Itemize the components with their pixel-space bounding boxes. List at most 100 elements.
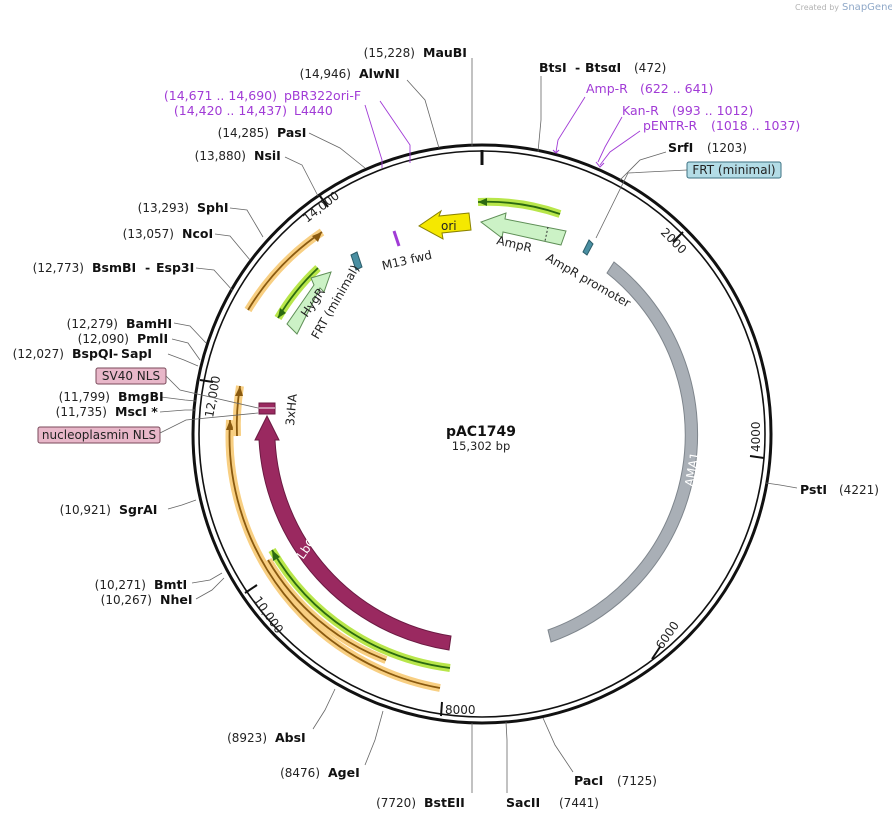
short-orange-arrowhead: [235, 386, 243, 396]
sgr-pos: (10,921): [60, 503, 111, 517]
pac-name[interactable]: PacI: [574, 773, 603, 788]
btsa-name[interactable]: BtsαI: [585, 60, 621, 75]
bam-pos: (12,279): [67, 317, 118, 331]
kanr-primer-leader: [597, 116, 623, 163]
nsi-name[interactable]: NsiI: [254, 148, 281, 163]
pml-pos: (12,090): [78, 332, 129, 346]
age-leader: [364, 710, 384, 766]
nsi-leader: [284, 156, 319, 197]
tick-8000: [440, 701, 443, 717]
ampr-promoter-feature[interactable]: [582, 239, 594, 256]
pas-name[interactable]: PasI: [277, 125, 306, 140]
bam-name[interactable]: BamHI: [126, 316, 172, 331]
bste-name[interactable]: BstEII: [424, 795, 465, 810]
pst-name[interactable]: PstI: [800, 482, 827, 497]
pst-leader: [765, 482, 798, 489]
tick-4000: [749, 455, 765, 459]
pbr-leader: [364, 104, 383, 168]
nco-name[interactable]: NcoI: [182, 226, 213, 241]
nsi-pos: (13,880): [195, 149, 246, 163]
mau-name[interactable]: MauBI: [423, 45, 467, 60]
nhe-pos: (10,267): [101, 593, 152, 607]
top-orange-arrowhead: [312, 232, 322, 242]
snapgene-logo-text: SnapGene: [842, 2, 892, 13]
bts-dash: -: [575, 60, 580, 75]
lower-green-arc[interactable]: [271, 549, 451, 669]
alw-leader: [406, 79, 440, 149]
l4440-marker: [379, 100, 411, 163]
bsp-leader: [167, 353, 199, 367]
outer-orange-arc[interactable]: [228, 419, 441, 689]
nucleoplasmin-box[interactable]: [37, 426, 161, 444]
bmg-leader: [160, 396, 197, 402]
pbr-name[interactable]: pBR322ori-F: [284, 88, 361, 103]
outer-orange-arrowhead: [226, 420, 234, 430]
tick-label-8000: 8000: [445, 703, 476, 717]
bsp-name[interactable]: BspQI: [72, 346, 113, 361]
m13fwd-marker[interactable]: [392, 230, 401, 247]
top-orange-arc[interactable]: [247, 231, 323, 311]
frt-inner-feature[interactable]: [350, 251, 363, 271]
l4440-name[interactable]: L4440: [294, 103, 333, 118]
srf-leader: [619, 151, 667, 181]
pac-leader: [542, 717, 574, 773]
bsp-dash: -: [113, 346, 118, 361]
msc-pos: (11,735): [56, 405, 107, 419]
pst-pos: (4221): [839, 483, 879, 497]
ori-label: ori: [441, 219, 457, 233]
sgr-leader: [167, 499, 197, 510]
sap-name[interactable]: SapI: [121, 346, 152, 361]
created-by-text: Created by: [795, 3, 839, 12]
tick-14000: [319, 195, 329, 208]
age-name[interactable]: AgeI: [328, 765, 360, 780]
plasmid-name: pAC1749: [446, 424, 516, 440]
bmt-name[interactable]: BmtI: [154, 577, 187, 592]
hygr-feature[interactable]: [286, 271, 332, 335]
srf-name[interactable]: SrfI: [668, 140, 693, 155]
pbr-pos: (14,671 .. 14,690): [164, 88, 277, 103]
sph-pos: (13,293): [138, 201, 189, 215]
kanr-primer-name[interactable]: Kan-R: [622, 103, 659, 118]
ampr-primer-name[interactable]: Amp-R: [586, 81, 628, 96]
pentr-primer-name[interactable]: pENTR-R: [643, 118, 698, 133]
bmg-name[interactable]: BmgBI: [118, 389, 164, 404]
tick-2000: [672, 231, 684, 243]
ampr-feature[interactable]: [479, 212, 567, 246]
msc-leader: [159, 409, 196, 413]
3xha-label: 3xHA: [283, 392, 300, 426]
pentr-primer-pos: (1018 .. 1037): [711, 118, 800, 133]
top-green-arrowhead: [478, 198, 487, 206]
bts-leader: [537, 76, 542, 153]
esp3-name[interactable]: Esp3I: [156, 260, 194, 275]
msc-name[interactable]: MscI *: [115, 404, 158, 419]
bts-name[interactable]: BtsI: [539, 60, 567, 75]
bsm-name[interactable]: BsmBI: [92, 260, 136, 275]
abs-name[interactable]: AbsI: [275, 730, 306, 745]
bste-pos: (7720): [376, 796, 416, 810]
bsm-leader: [195, 267, 234, 292]
nucleoplasmin-leader: [159, 412, 259, 434]
pas-leader: [308, 132, 366, 169]
ama1-feature[interactable]: [547, 261, 699, 643]
plasmid-size: 15,302 bp: [452, 439, 511, 453]
alw-name[interactable]: AlwNI: [359, 66, 400, 81]
sac-name[interactable]: SacII: [506, 795, 540, 810]
pml-leader: [171, 338, 201, 361]
mid-orange-arc[interactable]: [267, 559, 387, 661]
lower-green-arrowhead: [272, 550, 280, 561]
sph-leader: [229, 207, 264, 238]
sgr-name[interactable]: SgrAI: [119, 502, 157, 517]
bmg-pos: (11,799): [59, 390, 110, 404]
sph-name[interactable]: SphI: [197, 200, 229, 215]
pentr-primer-leader: [599, 130, 641, 166]
frt-top-leader: [595, 169, 688, 239]
srf-pos: (1203): [707, 141, 747, 155]
age-pos: (8476): [280, 766, 320, 780]
ori-feature[interactable]: [418, 209, 472, 240]
pml-name[interactable]: PmlI: [137, 331, 168, 346]
lbcpf1-feature[interactable]: [254, 414, 452, 651]
nhe-name[interactable]: NheI: [160, 592, 193, 607]
ampr-primer-leader: [555, 96, 586, 153]
frt-top-label: FRT (minimal): [692, 163, 775, 177]
